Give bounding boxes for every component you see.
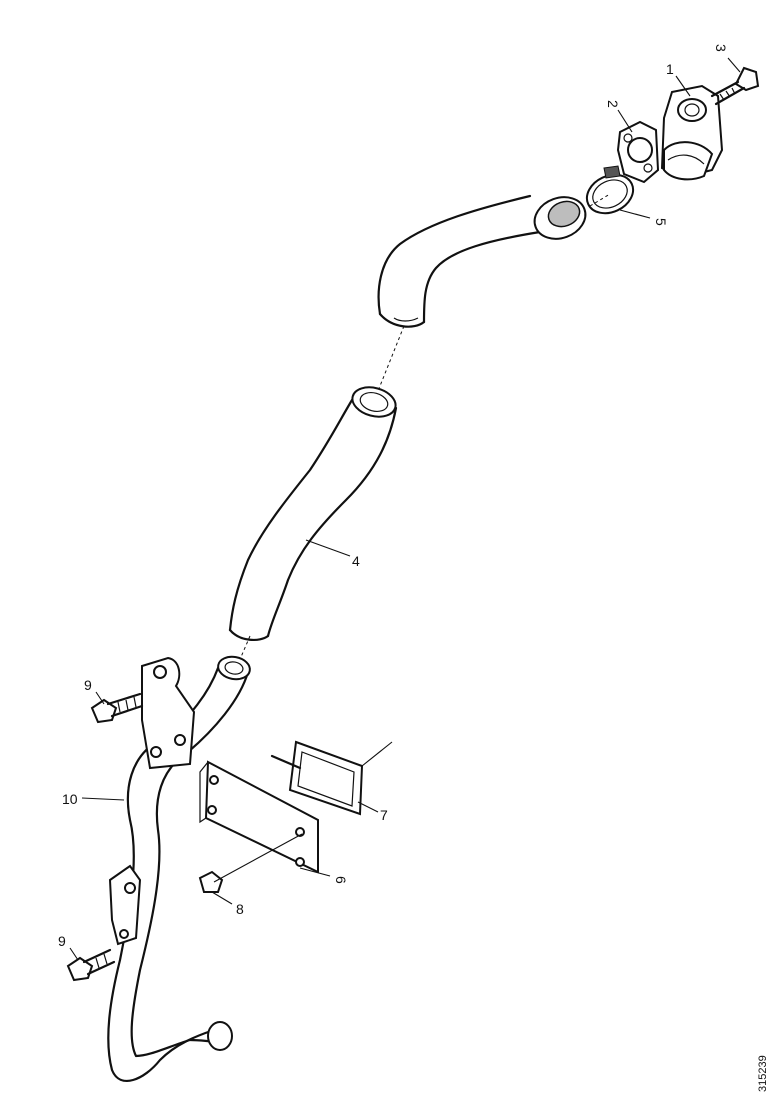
callout-2: 2 xyxy=(605,100,621,108)
callout-5: 5 xyxy=(653,218,669,226)
leader-10 xyxy=(81,797,125,801)
middle-hose-4 xyxy=(228,386,398,642)
bolt-9-lower xyxy=(66,948,116,982)
bolt-3 xyxy=(710,66,760,106)
leader-2 xyxy=(617,109,633,133)
leader-7 xyxy=(357,801,379,813)
outlet-housing xyxy=(660,84,724,181)
connector-clamp xyxy=(589,193,611,207)
leader-3 xyxy=(727,57,741,73)
callout-4: 4 xyxy=(352,553,360,569)
connector-upper xyxy=(375,325,405,397)
gasket-2 xyxy=(616,120,660,184)
leader-9b xyxy=(69,947,79,961)
coolant-pipe-10 xyxy=(107,655,251,1082)
leader-9a xyxy=(95,691,105,705)
leader-8a xyxy=(299,867,331,877)
callout-7: 7 xyxy=(380,807,388,823)
figure-code: 315239 xyxy=(757,1055,769,1092)
leader-8b xyxy=(211,891,233,905)
cover-plate-6 xyxy=(199,760,319,874)
bolt-8 xyxy=(198,833,303,893)
callout-8: 8 xyxy=(236,901,244,917)
callout-6: 6 xyxy=(333,876,349,884)
gasket-7 xyxy=(270,740,393,816)
callout-1: 1 xyxy=(666,61,674,77)
callout-10: 10 xyxy=(62,791,78,807)
hose-clamp-5 xyxy=(585,165,635,215)
leader-4 xyxy=(305,539,351,557)
callout-3: 3 xyxy=(713,44,729,52)
leader-1 xyxy=(675,75,691,97)
leader-5 xyxy=(619,209,651,219)
callout-9-upper: 9 xyxy=(84,677,92,693)
upper-hose xyxy=(377,194,587,328)
callout-9-lower: 9 xyxy=(58,933,66,949)
